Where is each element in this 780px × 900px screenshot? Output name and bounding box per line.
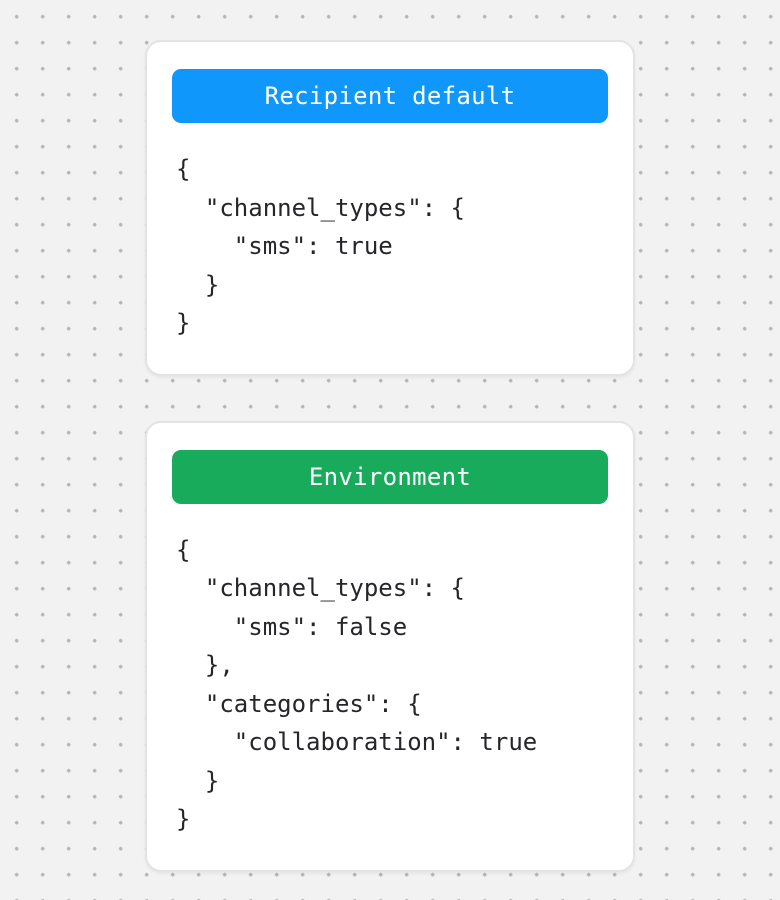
- recipient-default-badge: Recipient default: [172, 69, 608, 123]
- recipient-default-json-code: { "channel_types": { "sms": true } }: [176, 155, 465, 337]
- recipient-default-badge-label: Recipient default: [264, 82, 516, 110]
- environment-badge-label: Environment: [308, 462, 472, 491]
- recipient-default-card: Recipient default { "channel_types": { "…: [145, 40, 635, 376]
- environment-badge: Environment: [172, 449, 608, 504]
- environment-card: Environment { "channel_types": { "sms": …: [145, 420, 635, 872]
- environment-json-code: { "channel_types": { "sms": false }, "ca…: [176, 535, 538, 834]
